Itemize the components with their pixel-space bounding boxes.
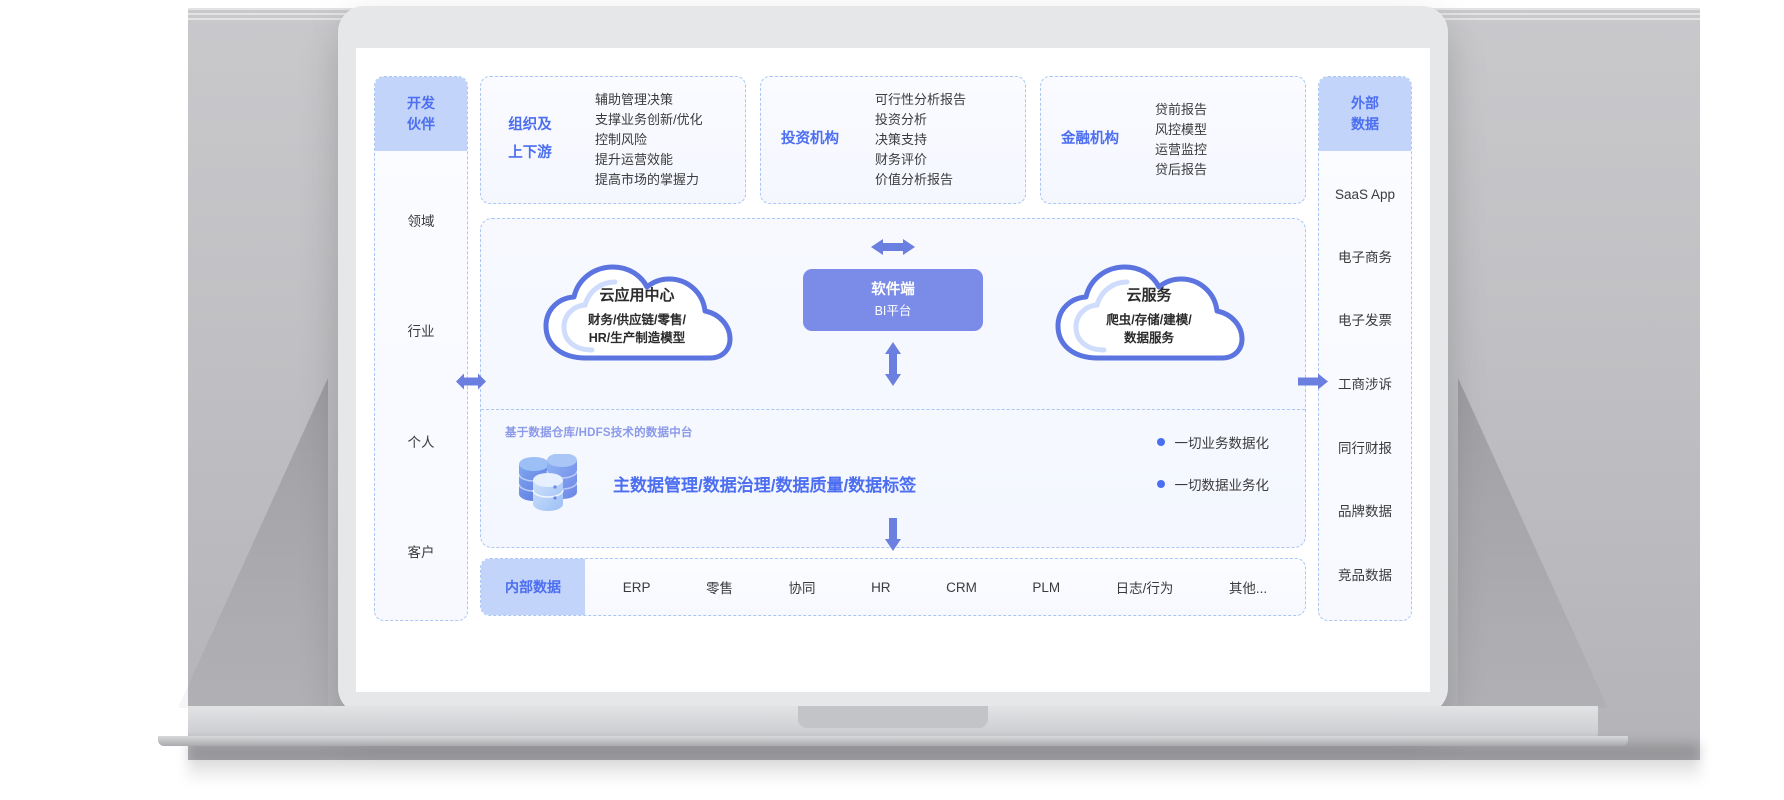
list-item: 投资分析 xyxy=(875,111,928,127)
internal-data-item-collaboration[interactable]: 协同 xyxy=(788,581,816,596)
software-client-box[interactable]: 软件端 BI平台 xyxy=(803,269,983,331)
sidebar-dev-partners-header-line1: 开发 xyxy=(407,95,435,111)
list-item: 提升运营效能 xyxy=(595,152,674,168)
cloud-app-center-text: 云应用中心 财务/供应链/零售/ HR/生产制造模型 xyxy=(534,284,740,347)
consumer-box-investment-list: 可行性分析报告 投资分析 决策支持 财务评价 价值分析报告 xyxy=(849,90,1015,191)
software-client-subtitle: BI平台 xyxy=(874,303,912,318)
consumer-box-investment-title: 投资机构 xyxy=(781,131,839,148)
list-item: 控制风险 xyxy=(595,131,648,147)
arrow-right-icon xyxy=(1296,372,1332,395)
consumer-box-organization-title-line1: 组织及 xyxy=(508,117,552,134)
software-client-column: 软件端 BI平台 xyxy=(798,238,988,390)
cloud-services[interactable]: 云服务 爬虫/存储/建模/ 数据服务 xyxy=(1046,254,1252,374)
internal-data-item-crm[interactable]: CRM xyxy=(946,579,977,595)
list-item: 贷后报告 xyxy=(1155,162,1208,178)
sidebar-item-customer[interactable]: 客户 xyxy=(407,544,435,560)
list-item: 财务评价 xyxy=(875,152,928,168)
internal-data-item-hr[interactable]: HR xyxy=(871,579,891,595)
sidebar-external-data-header-line1: 外部 xyxy=(1351,95,1379,111)
list-item: 可行性分析报告 xyxy=(875,91,967,107)
data-middle-row: 主数据管理/数据治理/数据质量/数据标签 xyxy=(505,453,1281,512)
sidebar-item-litigation[interactable]: 工商涉诉 xyxy=(1338,376,1392,392)
sidebar-item-peer-financials[interactable]: 同行财报 xyxy=(1338,440,1392,456)
sidebar-item-competitor-data[interactable]: 竞品数据 xyxy=(1338,568,1392,584)
data-middle-bullet-2-label: 一切数据业务化 xyxy=(1174,478,1270,493)
sidebar-external-data[interactable]: 外部 数据 SaaS App 电子商务 电子发票 工商涉诉 同行财报 品牌数据 … xyxy=(1318,76,1412,621)
platform-panel: 云应用中心 财务/供应链/零售/ HR/生产制造模型 xyxy=(456,218,1328,548)
bullet-dot-icon xyxy=(1156,438,1165,446)
internal-data-items: ERP 零售 协同 HR CRM PLM 日志/行为 其他... xyxy=(585,559,1305,615)
laptop-foot xyxy=(158,736,1628,746)
platform-apps-row: 云应用中心 财务/供应链/零售/ HR/生产制造模型 xyxy=(481,219,1305,409)
internal-data-item-retail[interactable]: 零售 xyxy=(706,581,734,596)
data-middle-title: 主数据管理/数据治理/数据质量/数据标签 xyxy=(613,475,917,495)
arrow-vertical-double-icon xyxy=(884,341,902,390)
bullet-dot-icon xyxy=(1156,480,1165,488)
sidebar-dev-partners-header-line2: 伙伴 xyxy=(407,116,435,132)
consumer-box-organization-title-line2: 上下游 xyxy=(508,145,552,161)
consumer-boxes-row: 组织及 上下游 辅助管理决策 支撑业务创新/优化 控制风险 提升运营效能 提高市… xyxy=(480,76,1306,204)
internal-data-item-other[interactable]: 其他... xyxy=(1228,581,1268,596)
cloud-services-text: 云服务 爬虫/存储/建模/ 数据服务 xyxy=(1046,284,1252,347)
sidebar-item-einvoice[interactable]: 电子发票 xyxy=(1338,313,1392,329)
consumer-box-financial[interactable]: 金融机构 贷前报告 风控模型 运营监控 贷后报告 xyxy=(1040,76,1306,204)
consumer-box-organization-list: 辅助管理决策 支撑业务创新/优化 控制风险 提升运营效能 提高市场的掌握力 xyxy=(569,90,735,191)
list-item: 运营监控 xyxy=(1155,142,1208,157)
consumer-box-organization[interactable]: 组织及 上下游 辅助管理决策 支撑业务创新/优化 控制风险 提升运营效能 提高市… xyxy=(480,76,746,204)
cloud-services-title: 云服务 xyxy=(1126,287,1172,304)
consumer-box-investment[interactable]: 投资机构 可行性分析报告 投资分析 决策支持 财务评价 价值分析报告 xyxy=(760,76,1026,204)
database-icon xyxy=(515,453,591,512)
platform-divider xyxy=(481,409,1305,410)
sidebar-external-data-items: SaaS App 电子商务 电子发票 工商涉诉 同行财报 品牌数据 竞品数据 xyxy=(1319,151,1411,620)
internal-data-item-plm[interactable]: PLM xyxy=(1032,579,1061,595)
diagram-center-column: 组织及 上下游 辅助管理决策 支撑业务创新/优化 控制风险 提升运营效能 提高市… xyxy=(456,76,1328,616)
sidebar-item-individual[interactable]: 个人 xyxy=(407,434,435,450)
consumer-box-financial-title: 金融机构 xyxy=(1061,131,1119,148)
list-item: 贷前报告 xyxy=(1155,101,1208,117)
sidebar-dev-partners-items: 领域 行业 个人 客户 xyxy=(375,151,467,620)
architecture-diagram: 开发 伙伴 领域 行业 个人 客户 组织及 上下游 xyxy=(356,48,1430,692)
internal-data-header: 内部数据 xyxy=(481,559,585,615)
laptop-mockup: 开发 伙伴 领域 行业 个人 客户 组织及 上下游 xyxy=(158,6,1628,746)
background-panel-shadow xyxy=(188,744,1700,784)
sidebar-item-ecommerce[interactable]: 电子商务 xyxy=(1338,249,1392,265)
internal-data-item-erp[interactable]: ERP xyxy=(622,579,651,595)
list-item: 决策支持 xyxy=(875,131,928,147)
list-item: 支撑业务创新/优化 xyxy=(595,111,703,127)
sidebar-item-industry[interactable]: 行业 xyxy=(407,324,435,340)
list-item: 提高市场的掌握力 xyxy=(595,172,700,188)
arrow-left-icon xyxy=(454,372,490,395)
internal-data-bar[interactable]: 内部数据 ERP 零售 协同 HR CRM PLM 日志/行为 其他... xyxy=(480,558,1306,616)
list-item: 价值分析报告 xyxy=(875,172,954,188)
sidebar-dev-partners-header: 开发 伙伴 xyxy=(375,77,467,151)
cloud-app-center-sub-line1: 财务/供应链/零售/ xyxy=(588,313,686,327)
data-middle-caption: 基于数据仓库/HDFS技术的数据中台 xyxy=(505,427,693,439)
sidebar-item-brand-data[interactable]: 品牌数据 xyxy=(1338,504,1392,520)
arrow-down-icon xyxy=(884,518,902,555)
cloud-services-sub-line2: 数据服务 xyxy=(1123,331,1174,346)
arrow-horizontal-double-icon xyxy=(870,238,916,259)
laptop-trackpad-notch xyxy=(798,706,988,728)
cloud-app-center-sub-line2: HR/生产制造模型 xyxy=(588,331,686,346)
data-middle-platform: 基于数据仓库/HDFS技术的数据中台 xyxy=(481,410,1305,547)
consumer-box-financial-list: 贷前报告 风控模型 运营监控 贷后报告 xyxy=(1129,100,1295,181)
list-item: 风控模型 xyxy=(1155,121,1208,137)
sidebar-external-data-header: 外部 数据 xyxy=(1319,77,1411,151)
internal-data-section: 内部数据 ERP 零售 协同 HR CRM PLM 日志/行为 其他... xyxy=(480,518,1306,616)
data-middle-bullet-1-label: 一切业务数据化 xyxy=(1174,436,1270,451)
cloud-app-center-title: 云应用中心 xyxy=(599,287,675,304)
sidebar-item-saas-app[interactable]: SaaS App xyxy=(1334,186,1396,202)
sidebar-dev-partners[interactable]: 开发 伙伴 领域 行业 个人 客户 xyxy=(374,76,468,621)
sidebar-item-domain[interactable]: 领域 xyxy=(407,214,435,230)
cloud-services-sub-line1: 爬虫/存储/建模/ xyxy=(1106,313,1192,327)
software-client-title: 软件端 xyxy=(871,281,915,298)
data-middle-bullet-1: 一切业务数据化 xyxy=(1156,432,1270,452)
internal-data-item-logs[interactable]: 日志/行为 xyxy=(1115,581,1174,596)
cloud-app-center[interactable]: 云应用中心 财务/供应链/零售/ HR/生产制造模型 xyxy=(534,254,740,374)
data-middle-bullets: 一切业务数据化 一切数据业务化 xyxy=(1156,432,1270,494)
data-middle-bullet-2: 一切数据业务化 xyxy=(1156,474,1270,494)
list-item: 辅助管理决策 xyxy=(595,91,674,107)
consumer-box-organization-title: 组织及 上下游 xyxy=(491,112,569,167)
sidebar-external-data-header-line2: 数据 xyxy=(1351,116,1379,132)
